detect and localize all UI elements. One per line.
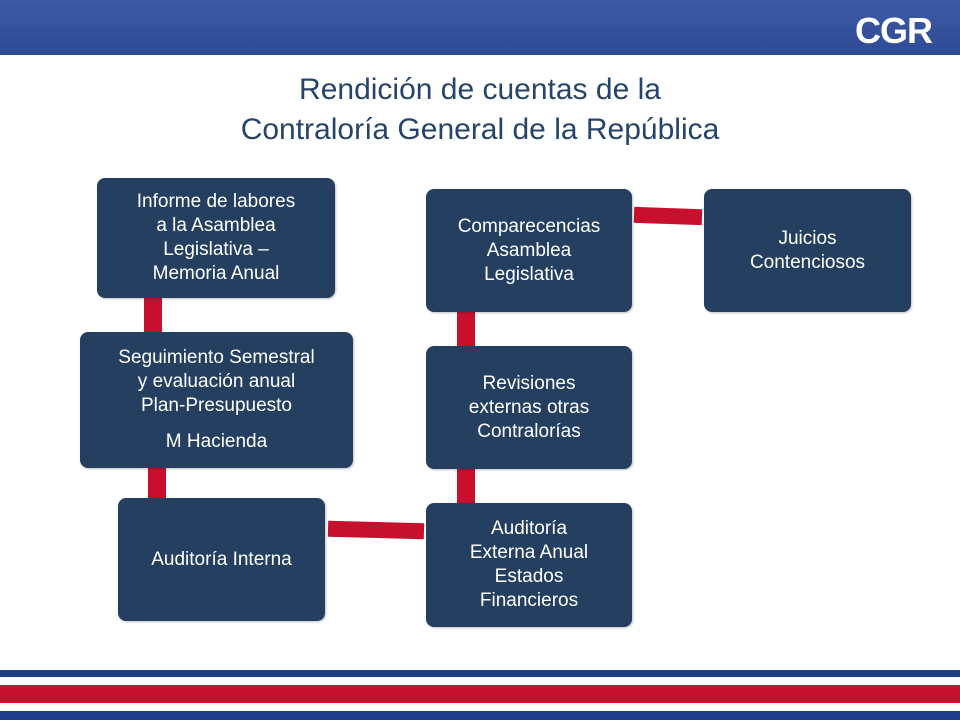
node-text: Contralorías — [477, 420, 581, 442]
node-text: Revisiones — [482, 372, 576, 394]
connector-revisiones-comparecencias — [457, 312, 475, 346]
node-text: Externa Anual — [469, 542, 589, 563]
node-text: Auditoría — [490, 518, 568, 539]
title-line-1: Rendición de cuentas de la — [299, 73, 661, 106]
node-revisiones-externas: Revisiones externas otras Contralorías — [426, 346, 632, 469]
connector-externa-revisiones — [457, 469, 475, 503]
node-text: a la Asamblea — [156, 215, 276, 236]
flag-stripes — [0, 668, 960, 720]
stripe-blue-top — [0, 670, 960, 677]
node-auditoria-interna: Auditoría Interna — [118, 498, 325, 621]
node-text: Contenciosos — [749, 251, 866, 273]
connector-informe-seguimiento — [144, 298, 162, 332]
node-text: Comparecencias — [457, 215, 601, 237]
node-informe-labores: Informe de labores a la Asamblea Legisla… — [97, 178, 335, 298]
connector-seguimiento-auditoria-interna — [148, 468, 166, 498]
node-text: Legislativa — [484, 263, 574, 285]
node-text: Juicios — [778, 227, 837, 249]
connector-interna-externa — [327, 520, 425, 540]
header-bar: CGR — [0, 0, 960, 55]
node-juicios-contenciosos: Juicios Contenciosos — [704, 189, 911, 312]
node-auditoria-externa: Auditoría Externa Anual Estados Financie… — [426, 503, 632, 627]
title-line-2: Contraloría General de la República — [240, 113, 720, 146]
node-text: Memoria Anual — [152, 263, 280, 284]
node-text: externas otras — [468, 396, 590, 418]
connector-comparecencias-juicios — [633, 206, 703, 226]
stripe-blue-bottom — [0, 711, 960, 720]
node-text: Financieros — [479, 590, 579, 611]
node-text: M Hacienda — [165, 431, 268, 452]
page-title: Rendición de cuentas de la Contraloría G… — [0, 70, 960, 150]
node-text: Plan-Presupuesto — [140, 395, 293, 416]
node-text: Estados — [494, 566, 564, 587]
node-comparecencias: Comparecencias Asamblea Legislativa — [426, 189, 632, 312]
node-text: Seguimiento Semestral — [118, 347, 315, 368]
node-text: y evaluación anual — [137, 371, 296, 392]
node-text: Informe de labores — [136, 191, 296, 212]
stripe-red — [0, 685, 960, 703]
cgr-logo: CGR — [855, 10, 933, 51]
node-text: Asamblea — [486, 239, 572, 261]
node-text: Legislativa – — [163, 239, 269, 260]
node-text: Auditoría Interna — [151, 548, 292, 570]
node-seguimiento-semestral: Seguimiento Semestral y evaluación anual… — [80, 332, 353, 468]
